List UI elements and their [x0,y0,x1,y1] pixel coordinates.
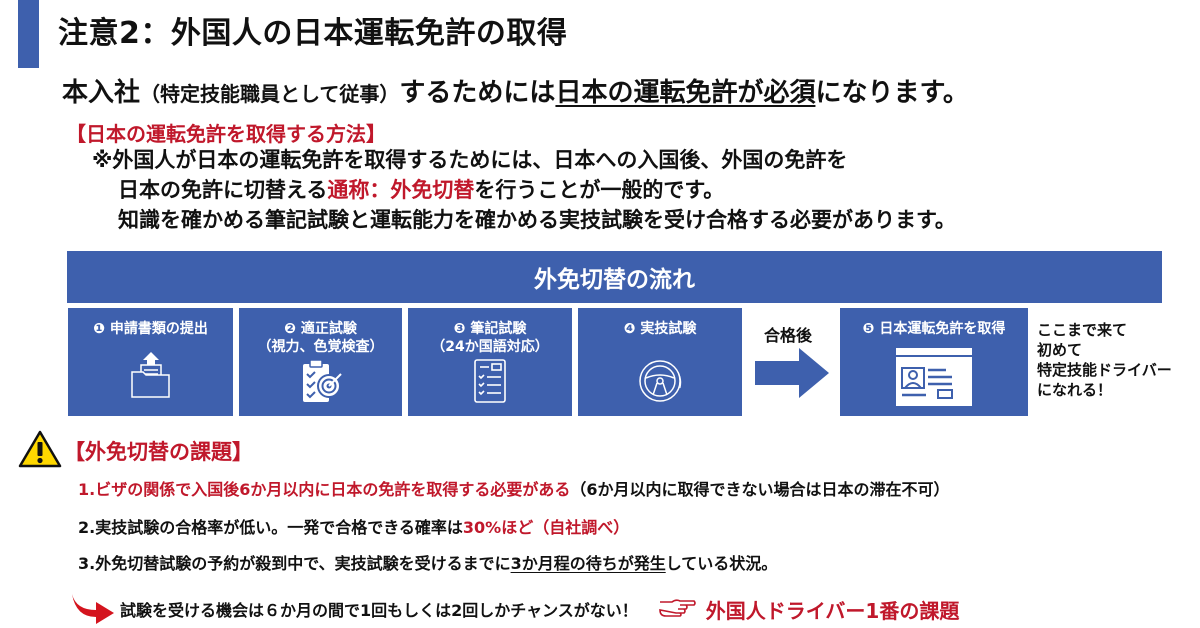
flow-step-2-title: ❷ 適正試験 [284,321,357,337]
method-line-1: ※外国人が日本の運転免許を取得するためには、日本への入国後、外国の免許を [92,148,848,172]
issue-2-red: 30%ほど（自社調べ） [462,518,630,537]
issue-2-text: 2.実技試験の合格率が低い。一発で合格できる確率は [78,518,463,537]
method-heading: 【日本の運転免許を取得する方法】 [66,122,386,146]
pointing-hand-icon [658,596,696,622]
folder-upload-icon [129,350,173,404]
method-body: ※外国人が日本の運転免許を取得するためには、日本への入国後、外国の免許を 日本の… [92,145,956,235]
steering-wheel-icon [637,358,683,408]
checklist-icon [473,358,507,408]
flow-step-5-label: ❺ 日本運転免許を取得 [862,321,1006,337]
final-note-line-2: 初めて [1037,341,1083,359]
issues-heading-text: 【外免切替の課題】 [64,440,253,464]
issue-1-note: （6か月以内に取得できない場合は日本の滞在不可） [570,480,950,499]
final-note-line-3: 特定技能ドライバー [1037,361,1172,379]
red-curved-arrow-icon [70,590,116,628]
flow-step-3-label: ❸ 筆記試験 （24か国語対応） [408,320,572,356]
flow-step-2-sub: （視力、色覚検査） [257,339,384,355]
flow-step-3-sub: （24か国語対応） [431,339,549,355]
flow-step-4: ❹ 実技試験 [578,308,742,416]
method-line-3: 知識を確かめる筆記試験と運転能力を確かめる実技試験を受け合格する必要があります。 [118,208,956,232]
method-line-2-suffix: を行うことが一般的です。 [474,178,725,202]
title-accent-bar [18,0,39,68]
lead-paren: （特定技能職員として従事） [140,82,400,106]
flow-step-2: ❷ 適正試験 （視力、色覚検査） [239,308,402,416]
clipboard-target-icon [299,358,343,410]
arrow-label: 合格後 [764,326,813,345]
flow-step-1-label: ❶ 申請書類の提出 [93,321,208,337]
issues-heading: 【外免切替の課題】 [18,430,253,472]
issue-3-underlined: 3か月程の待ちが発生 [510,554,666,573]
method-line-2-prefix: 日本の免許に切替える [118,178,328,202]
method-line-2-highlight: 通称：外免切替 [327,178,475,202]
lead-underlined: 日本の運転免許が必須 [555,78,816,108]
issue-item-3: 3.外免切替試験の予約が殺到中で、実技試験を受けるまでに3か月程の待ちが発生して… [78,550,777,574]
id-card-icon [896,348,972,410]
flow-step-3-title: ❸ 筆記試験 [453,321,527,337]
final-note-line-4: になれる！ [1037,381,1113,399]
lead-middle: するためには [399,78,556,108]
flow-step-1: ❶ 申請書類の提出 [68,308,233,416]
bottom-callout: 試験を受ける機会は６か月の間で1回もしくは2回しかチャンスがない！ 外国人ドライ… [70,590,959,628]
right-arrow-icon [755,348,829,402]
flow-step-4-label: ❹ 実技試験 [623,321,697,337]
flow-header: 外免切替の流れ [67,251,1162,303]
issue-3-prefix: 3.外免切替試験の予約が殺到中で、実技試験を受けるまでに [78,554,511,573]
issue-item-1: 1.ビザの関係で入国後6か月以内に日本の免許を取得する必要がある（6か月以内に取… [78,476,950,500]
issue-3-suffix: している状況。 [665,554,778,573]
flow-step-3: ❸ 筆記試験 （24か国語対応） [408,308,572,416]
lead-suffix: になります。 [815,78,969,108]
issue-1-red: 1.ビザの関係で入国後6か月以内に日本の免許を取得する必要がある [78,480,571,499]
final-note-line-1: ここまで来て [1037,321,1128,339]
method-line-2: 日本の免許に切替える通称：外免切替を行うことが一般的です。 [92,175,956,205]
flow-step-2-label: ❷ 適正試験 （視力、色覚検査） [239,320,402,356]
bottom-highlight: 外国人ドライバー1番の課題 [705,598,960,623]
issue-item-2: 2.実技試験の合格率が低い。一発で合格できる確率は30%ほど（自社調べ） [78,514,629,538]
lead-prefix: 本入社 [62,78,141,108]
page-title: 注意2：外国人の日本運転免許の取得 [58,16,568,51]
flow-step-5: ❺ 日本運転免許を取得 [840,308,1028,416]
final-note: ここまで来て 初めて 特定技能ドライバー になれる！ [1037,320,1172,400]
warning-icon [18,430,62,472]
lead-sentence: 本入社（特定技能職員として従事）するためには日本の運転免許が必須になります。 [62,72,969,109]
bottom-message: 試験を受ける機会は６か月の間で1回もしくは2回しかチャンスがない！ [120,601,638,620]
